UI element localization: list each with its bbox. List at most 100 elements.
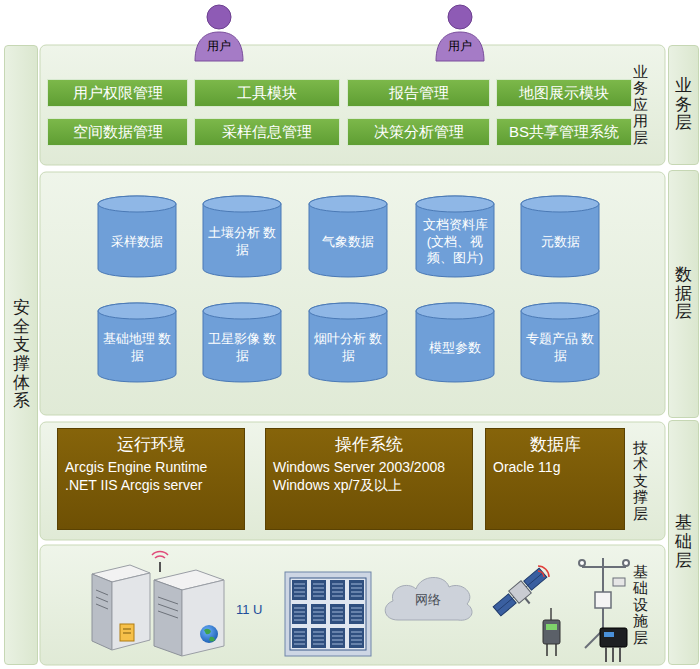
node-body: Windows Server 2003/2008 Windows xp/7及以上 (273, 459, 465, 494)
node-body: Oracle 11g (493, 459, 617, 477)
node-title: 业务层 (675, 77, 692, 133)
text-holder: 用户 (192, 38, 246, 55)
text-holder: 专题产品 数据 (520, 303, 600, 383)
node-title: 决策分析管理 (374, 123, 464, 142)
module-box: 报告管理 (347, 79, 490, 107)
text-holder: 地图展示模块 (515, 84, 613, 103)
node-title: 业务应用层 (633, 64, 648, 147)
network-cloud: 网络 (378, 570, 478, 624)
text-holder: 土壤分析 数据 (202, 196, 282, 278)
node-title: 报告管理 (389, 84, 449, 103)
text-holder: 运行环境 Arcgis Engine Runtime .NET IIS Arcgi… (65, 433, 237, 494)
server-rack (285, 572, 371, 656)
node-title: 运行环境 (65, 433, 237, 456)
satellite (492, 567, 553, 623)
tech-box: 操作系统 Windows Server 2003/2008 Windows xp/… (265, 428, 473, 530)
module-box: 地图展示模块 (496, 79, 632, 107)
node-title: 网络 (415, 591, 441, 609)
database-cylinder: 采样数据 (97, 196, 177, 278)
node-title: 数据库 (493, 433, 617, 456)
text-holder: 采样信息管理 (218, 123, 316, 142)
text-holder: 采样数据 (97, 196, 177, 278)
tech-box: 运行环境 Arcgis Engine Runtime .NET IIS Arcgi… (57, 428, 245, 530)
node-title: 用户 (433, 38, 487, 55)
panel-business (40, 45, 665, 165)
text-holder: 元数据 (520, 196, 600, 278)
node-title: 专题产品 数据 (525, 331, 595, 365)
module-box: 采样信息管理 (194, 118, 340, 146)
node-title: 地图展示模块 (519, 84, 609, 103)
text-holder: 卫星影像 数据 (202, 303, 282, 383)
node-title: 数据层 (675, 266, 692, 322)
module-box: 用户权限管理 (47, 79, 188, 107)
node-title: 元数据 (541, 234, 580, 251)
text-holder: 工具模块 (233, 84, 301, 103)
user-figure: 用户 (433, 3, 487, 61)
database-cylinder: 卫星影像 数据 (202, 303, 282, 383)
node-title: 用户 (192, 38, 246, 55)
signal-waves (538, 566, 549, 577)
server-b (154, 570, 224, 656)
layer-band: 业务层 (668, 45, 699, 165)
node-title: 气象数据 (322, 234, 374, 251)
node-title: 烟叶分析 数据 (313, 331, 383, 365)
database-cylinder: 土壤分析 数据 (202, 196, 282, 278)
layer-band: 基础层 (668, 420, 699, 665)
text-holder: 技术支撑层 (625, 422, 655, 540)
weather-station (579, 558, 629, 648)
sensor-unit (543, 608, 560, 656)
node-body: Arcgis Engine Runtime .NET IIS Arcgis se… (65, 459, 237, 494)
unit-label: 11 U (236, 602, 263, 617)
node-title: 采样数据 (111, 234, 163, 251)
text-holder: 用户 (433, 38, 487, 55)
text-holder: 报告管理 (385, 84, 453, 103)
node-title: 用户权限管理 (73, 84, 163, 103)
text-holder: BS共享管理系统 (505, 123, 623, 142)
node-title: 土壤分析 数据 (207, 225, 277, 259)
node-title: 基础设施层 (633, 564, 648, 647)
layer-panel: 技术支撑层 运行环境 Arcgis Engine Runtime .NET IIS … (40, 422, 665, 540)
panel-infra (40, 545, 665, 665)
panel-tech (40, 422, 665, 540)
node-title: 采样信息管理 (222, 123, 312, 142)
database-cylinder: 专题产品 数据 (520, 303, 600, 383)
module-box: 空间数据管理 (47, 118, 188, 146)
database-cylinder: 气象数据 (308, 196, 388, 278)
text-holder: 操作系统 Windows Server 2003/2008 Windows xp/… (273, 433, 465, 494)
layer-band: 数据层 (668, 170, 699, 418)
database-cylinder: 元数据 (520, 196, 600, 278)
node-title: 基础层 (675, 514, 692, 570)
text-holder: 基础地理 数据 (97, 303, 177, 383)
text-holder: 用户权限管理 (69, 84, 167, 103)
database-cylinder: 文档资料库 (文档、视 频、图片) (415, 196, 495, 278)
database-cylinder: 烟叶分析 数据 (308, 303, 388, 383)
module-box: 工具模块 (194, 79, 340, 107)
layer-band: 安全支撑体系 (4, 45, 38, 665)
node-title: 基础地理 数据 (102, 331, 172, 365)
layer-panel: 业务应用层 用户权限管理 工具模块 报告管理 地图展示模块空间数据管理 采样信息管理 决策分… (40, 45, 665, 165)
text-holder: 业务层 (675, 77, 692, 133)
module-box: 决策分析管理 (347, 118, 490, 146)
server-a (92, 565, 150, 650)
node-title: 空间数据管理 (73, 123, 163, 142)
text-holder: 基础层 (675, 514, 692, 570)
text-holder: 安全支撑体系 (13, 299, 30, 411)
node-title: 操作系统 (273, 433, 465, 456)
text-holder: 气象数据 (308, 196, 388, 278)
user-figure: 用户 (192, 3, 246, 61)
node-title: BS共享管理系统 (509, 123, 619, 142)
database-cylinder: 模型参数 (415, 303, 495, 383)
soil-sensor (600, 628, 627, 662)
text-holder: 数据库 Oracle 11g (493, 433, 617, 477)
layer-panel: 基础设施层 网络 (40, 545, 665, 665)
text-holder: 决策分析管理 (370, 123, 468, 142)
text-holder: 基础设施层 (625, 545, 655, 665)
text-holder: 烟叶分析 数据 (308, 303, 388, 383)
module-box: BS共享管理系统 (496, 118, 632, 146)
wifi-antenna (152, 552, 168, 572)
text-holder: 模型参数 (415, 303, 495, 383)
node-title: 工具模块 (237, 84, 297, 103)
database-cylinder: 基础地理 数据 (97, 303, 177, 383)
node-title: 文档资料库 (文档、视 频、图片) (420, 217, 490, 268)
text-holder: 空间数据管理 (69, 123, 167, 142)
